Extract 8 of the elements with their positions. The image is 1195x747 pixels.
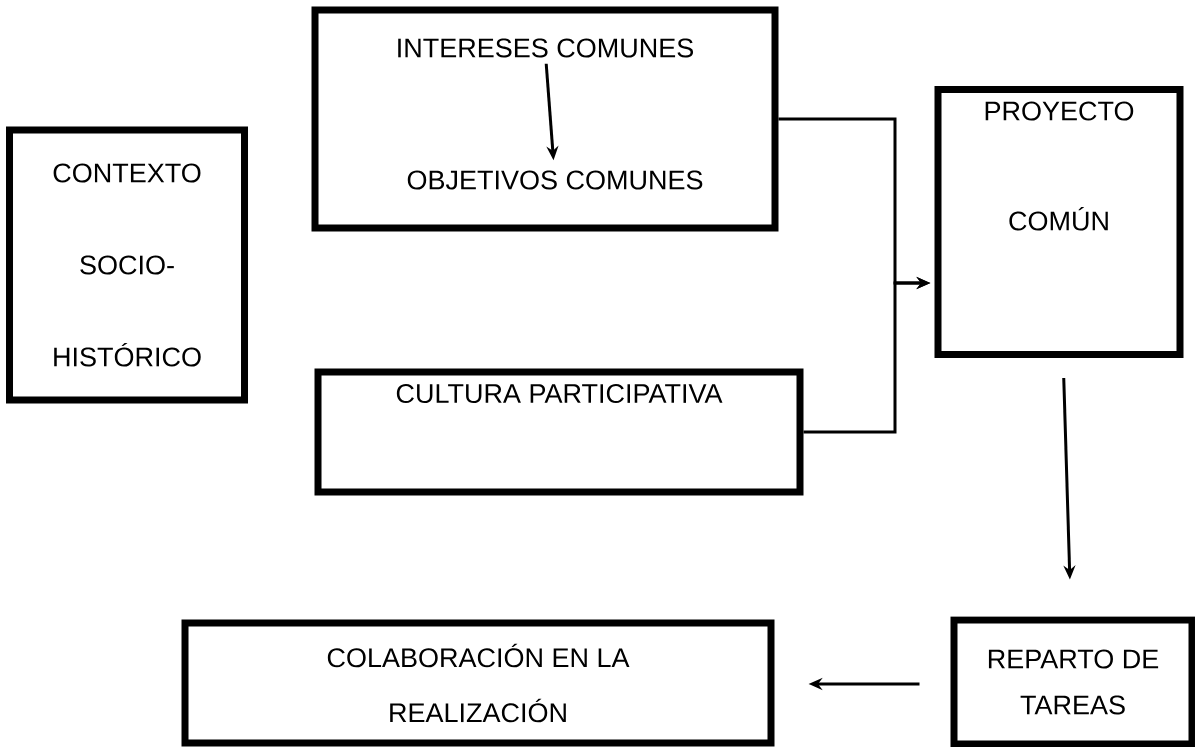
process-box: CONTEXTO SOCIO- HISTÓRICO — [6, 126, 248, 404]
process-box: PROYECTO COMÚN — [934, 86, 1184, 358]
process-box: REPARTO DE TAREAS — [950, 616, 1195, 747]
text-label: INTERESES COMUNES — [398, 38, 693, 58]
process-box: COLABORACIÓN EN LA REALIZACIÓN — [181, 619, 775, 747]
text-label: OBJETIVOS COMUNES — [407, 170, 703, 190]
process-box: CULTURA PARTICIPATIVA — [314, 368, 804, 496]
process-box — [311, 6, 779, 232]
